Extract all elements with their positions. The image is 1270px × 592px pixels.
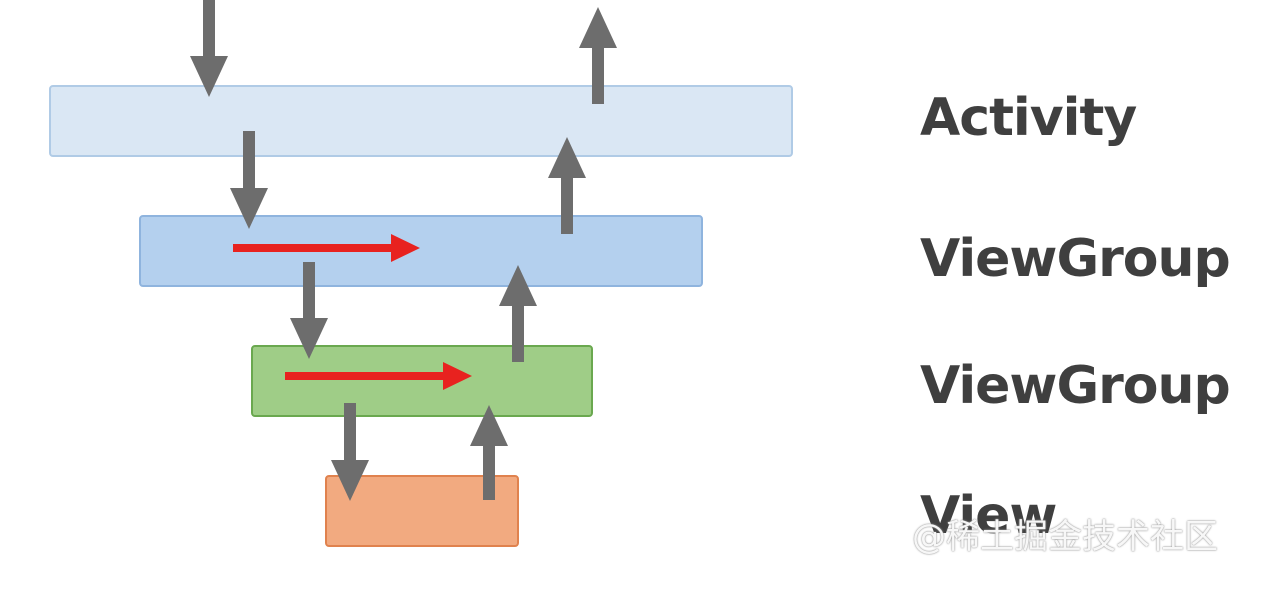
viewgroup-outer-label: ViewGroup <box>920 229 1231 289</box>
activity-label: Activity <box>920 88 1137 148</box>
viewgroup-inner-layer-box <box>251 345 593 417</box>
return-up-arrow-4 <box>579 7 617 104</box>
viewgroup-outer-layer-box <box>139 215 703 287</box>
dispatch-down-arrow-4 <box>331 403 369 501</box>
dispatch-down-arrow-2 <box>230 131 268 229</box>
intercept-right-arrow-1 <box>233 234 420 262</box>
watermark: @稀土掘金技术社区 <box>912 517 1218 557</box>
view-label: View <box>920 486 1057 546</box>
return-up-arrow-1 <box>470 405 508 500</box>
return-up-arrow-3 <box>548 137 586 234</box>
intercept-right-arrow-2 <box>285 362 472 390</box>
dispatch-down-arrow-1 <box>190 0 228 97</box>
return-up-arrow-2 <box>499 265 537 362</box>
activity-layer-box <box>49 85 793 157</box>
viewgroup-inner-label: ViewGroup <box>920 356 1231 416</box>
view-layer-box <box>325 475 519 547</box>
dispatch-down-arrow-3 <box>290 262 328 359</box>
